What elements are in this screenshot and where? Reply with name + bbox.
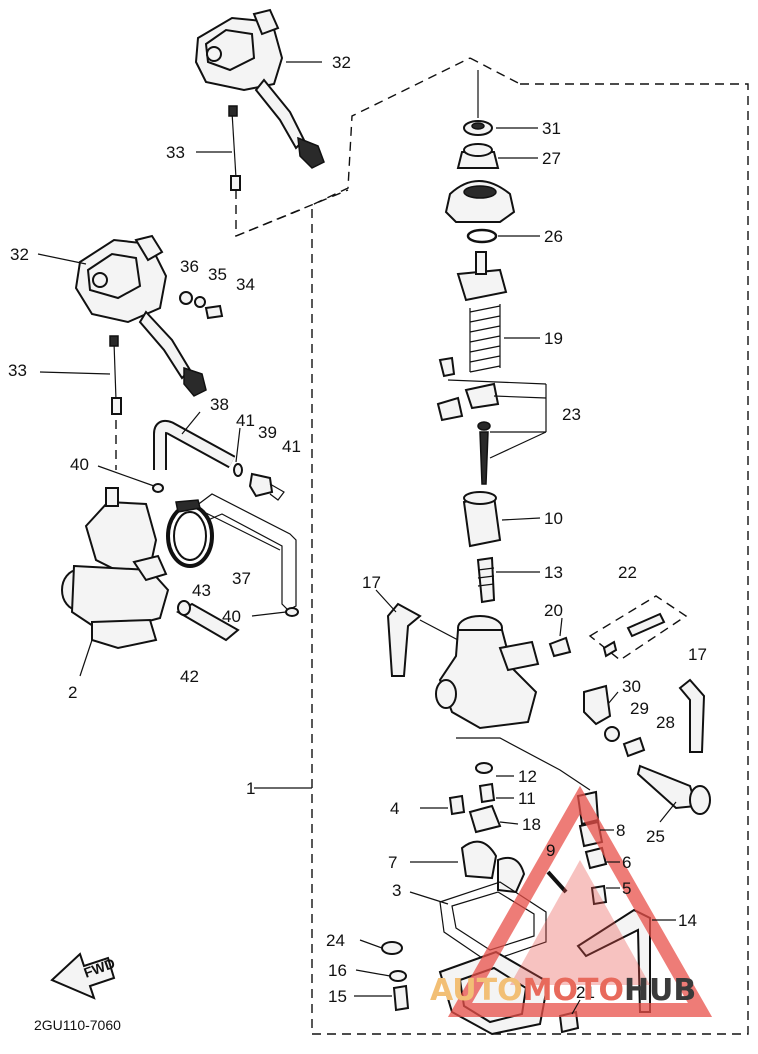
callout-39: 39 <box>258 423 277 442</box>
valve-6 <box>584 846 608 870</box>
callout-23: 23 <box>562 405 581 424</box>
nut-29 <box>604 726 620 742</box>
o-ring-26 <box>466 228 498 244</box>
cap-seal-27 <box>456 143 500 169</box>
float-pin-9 <box>546 870 568 894</box>
callout-36: 36 <box>180 257 199 276</box>
callout-30: 30 <box>622 677 641 696</box>
callout-40-top: 40 <box>70 455 89 474</box>
starter-plunger-25 <box>636 764 711 815</box>
washer-24 <box>381 941 403 955</box>
screw-15 <box>392 984 410 1012</box>
hose-17-left <box>386 602 422 677</box>
callout-31: 31 <box>542 119 561 138</box>
throttle-valve-10 <box>462 491 502 548</box>
hose-37 <box>195 493 297 611</box>
callout-21: 21 <box>576 983 595 1002</box>
callout-29: 29 <box>630 699 649 718</box>
screw-5 <box>590 884 608 906</box>
callout-3: 3 <box>392 881 401 900</box>
needle-set-23 <box>436 356 547 485</box>
callout-13: 13 <box>544 563 563 582</box>
spring-19 <box>469 304 501 373</box>
gasket-3 <box>439 881 547 963</box>
callout-40-bottom: 40 <box>222 607 241 626</box>
watermark-logo <box>447 785 713 1017</box>
callout-26: 26 <box>544 227 563 246</box>
callout-6: 6 <box>622 853 631 872</box>
callout-37: 37 <box>232 569 251 588</box>
main-jet-parts <box>448 762 502 834</box>
hose-17-right <box>678 678 706 753</box>
lever-30 <box>583 684 612 726</box>
washer-31 <box>463 70 493 136</box>
hose-42 <box>176 600 240 642</box>
callout-33-top: 33 <box>166 143 185 162</box>
carburetor-assembly-small <box>61 487 170 650</box>
callout-32-top: 32 <box>332 53 351 72</box>
throttle-cable-housing-top <box>194 8 325 169</box>
callout-41-left: 41 <box>236 411 255 430</box>
fwd-arrow-icon: FWD <box>50 952 117 1000</box>
screw-28 <box>622 736 646 758</box>
callout-22: 22 <box>618 563 637 582</box>
cable-end-mid <box>109 335 122 470</box>
callout-17-right: 17 <box>688 645 707 664</box>
callout-8: 8 <box>616 821 625 840</box>
callout-12: 12 <box>518 767 537 786</box>
watermark-text: AUTOMOTOHUB <box>430 973 696 1008</box>
watermark-part-hub: HUB <box>624 973 696 1008</box>
fitting-20 <box>548 636 572 658</box>
throttle-cable-housing-mid <box>74 234 207 397</box>
callout-25: 25 <box>646 827 665 846</box>
callout-43: 43 <box>192 581 211 600</box>
callout-10: 10 <box>544 509 563 528</box>
callout-24: 24 <box>326 931 345 950</box>
callout-18: 18 <box>522 815 541 834</box>
clips-and-fitting <box>233 463 285 501</box>
callout-27: 27 <box>542 149 561 168</box>
float-7 <box>460 840 526 894</box>
callout-20: 20 <box>544 601 563 620</box>
pilot-screw-set-22 <box>588 595 688 661</box>
cable-end-top <box>228 105 241 191</box>
callout-4: 4 <box>390 799 399 818</box>
callout-35: 35 <box>208 265 227 284</box>
callout-19: 19 <box>544 329 563 348</box>
callout-9: 9 <box>546 841 555 860</box>
callout-33-mid: 33 <box>8 361 27 380</box>
callout-7: 7 <box>388 853 397 872</box>
diagram-reference-code: 2GU110-7060 <box>34 1017 121 1033</box>
callout-42: 42 <box>180 667 199 686</box>
plunger-cap <box>456 251 508 302</box>
mixing-chamber-top-cap <box>444 180 516 223</box>
callout-2: 2 <box>68 683 77 702</box>
callout-32-mid: 32 <box>10 245 29 264</box>
screw-washer-set <box>179 291 224 320</box>
carburetor-body <box>435 615 540 730</box>
assembly-boundary <box>235 57 749 1035</box>
watermark-part-auto: AUTO <box>430 973 523 1008</box>
callout-leaders <box>37 61 677 1015</box>
callout-16: 16 <box>328 961 347 980</box>
svg-text:AUTOMOTOHUB: AUTOMOTOHUB <box>430 973 696 1008</box>
callout-41-right: 41 <box>282 437 301 456</box>
hose-38 <box>153 419 236 470</box>
callout-1: 1 <box>246 779 255 798</box>
needle-jet-13 <box>476 556 496 604</box>
callout-5: 5 <box>622 879 631 898</box>
callout-15: 15 <box>328 987 347 1006</box>
hose-caps <box>152 483 299 617</box>
callout-14: 14 <box>678 911 697 930</box>
washer-16 <box>389 970 407 982</box>
callout-34: 34 <box>236 275 255 294</box>
callout-labels: 32 33 32 36 35 34 33 38 41 39 41 40 43 3… <box>8 53 707 1006</box>
callout-17-left: 17 <box>362 573 381 592</box>
callout-28: 28 <box>656 713 675 732</box>
watermark-part-moto: MOTO <box>523 973 624 1008</box>
callout-11: 11 <box>518 789 536 808</box>
callout-38: 38 <box>210 395 229 414</box>
clamp-43 <box>166 499 214 568</box>
